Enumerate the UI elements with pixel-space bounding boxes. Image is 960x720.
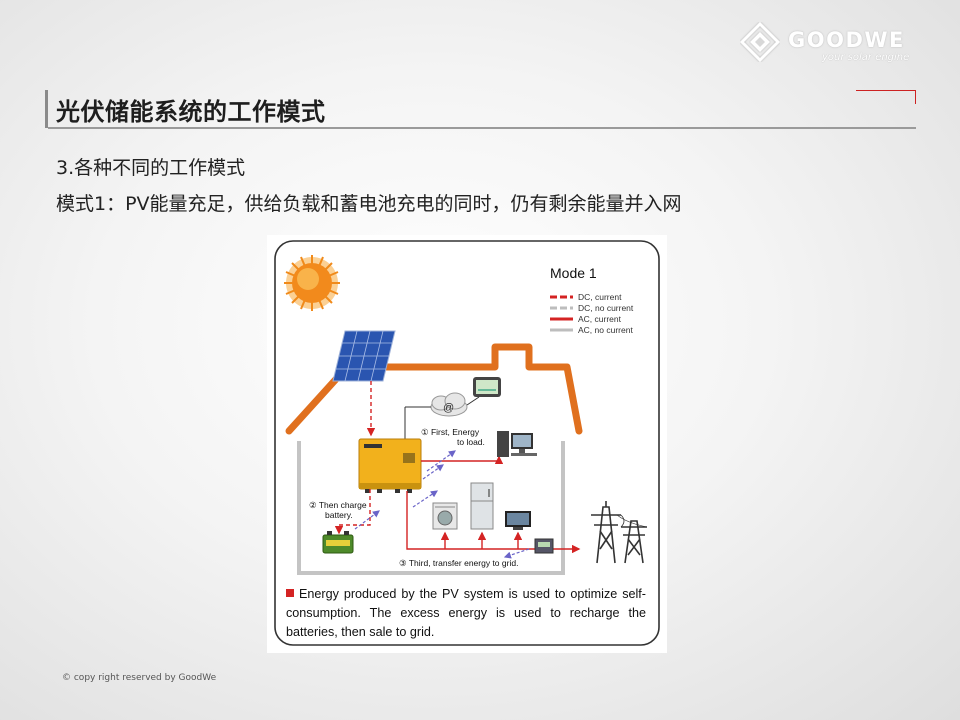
comm-arrow-5: [503, 548, 530, 559]
caption-text: Energy produced by the PV system is used…: [286, 587, 646, 639]
mode-description: 模式1：PV能量充足，供给负载和蓄电池充电的同时，仍有剩余能量并入网: [56, 193, 682, 215]
legend-dc-current: DC, current: [578, 292, 622, 302]
diagram-caption: Energy produced by the PV system is used…: [286, 585, 646, 642]
ac-bus-to-grid-flow: [406, 491, 581, 554]
solar-panel-icon: [332, 330, 396, 382]
computer-icon: [497, 431, 537, 457]
goodwe-diamond-icon: [740, 22, 780, 62]
copyright-footer: © copy right reserved by GoodWe: [62, 673, 217, 683]
title-divider: [48, 127, 916, 129]
cloud-icon: @: [430, 392, 468, 417]
internet-symbol: @: [443, 402, 454, 414]
tv-icon: [505, 511, 531, 530]
corner-mark-tick: [915, 90, 916, 104]
pylon-icon: [591, 501, 648, 564]
legend-dc-no-current: DC, no current: [578, 303, 634, 313]
comm-arrow-2: [422, 464, 444, 480]
meter-icon: [534, 538, 554, 554]
diagram-svg: Mode 1 DC, current DC, no current AC, cu…: [274, 240, 660, 646]
brand-tagline: your solar engine: [822, 52, 910, 63]
section-subtitle: 3.各种不同的工作模式: [56, 157, 246, 179]
mode1-diagram: Mode 1 DC, current DC, no current AC, cu…: [267, 235, 667, 653]
goodwe-logo: GOODWE your solar engine: [740, 22, 920, 66]
title-accent-bar: [45, 90, 48, 128]
step2-label-line1: ② Then charge: [309, 500, 367, 510]
legend-ac-no-current: AC, no current: [578, 325, 633, 335]
washing-machine-icon: [432, 502, 458, 530]
inverter-to-load-flow: [421, 455, 504, 464]
step1-label-line1: ① First, Energy: [421, 427, 480, 437]
comm-arrow-1: [426, 450, 456, 472]
fridge-icon: [470, 482, 494, 530]
page-title: 光伏储能系统的工作模式: [56, 98, 326, 126]
legend-ac-current: AC, current: [578, 314, 622, 324]
comm-arrow-3: [354, 510, 380, 530]
step3-label: ③ Third, transfer energy to grid.: [399, 558, 518, 568]
battery-icon: [322, 531, 354, 554]
inverter-icon: [358, 438, 422, 493]
step2-label-line2: battery.: [325, 510, 353, 520]
inverter-to-battery-flow: [334, 489, 371, 535]
legend: DC, current DC, no current AC, current A…: [550, 292, 634, 335]
mode-label: Mode 1: [550, 265, 597, 281]
brand-name: GOODWE: [788, 28, 905, 52]
house-walls: [297, 441, 565, 575]
corner-mark: [856, 90, 916, 91]
step1-label-line2: to load.: [457, 437, 485, 447]
sun-icon: [284, 255, 340, 311]
caption-bullet: [286, 589, 294, 597]
tablet-icon: [473, 377, 501, 397]
